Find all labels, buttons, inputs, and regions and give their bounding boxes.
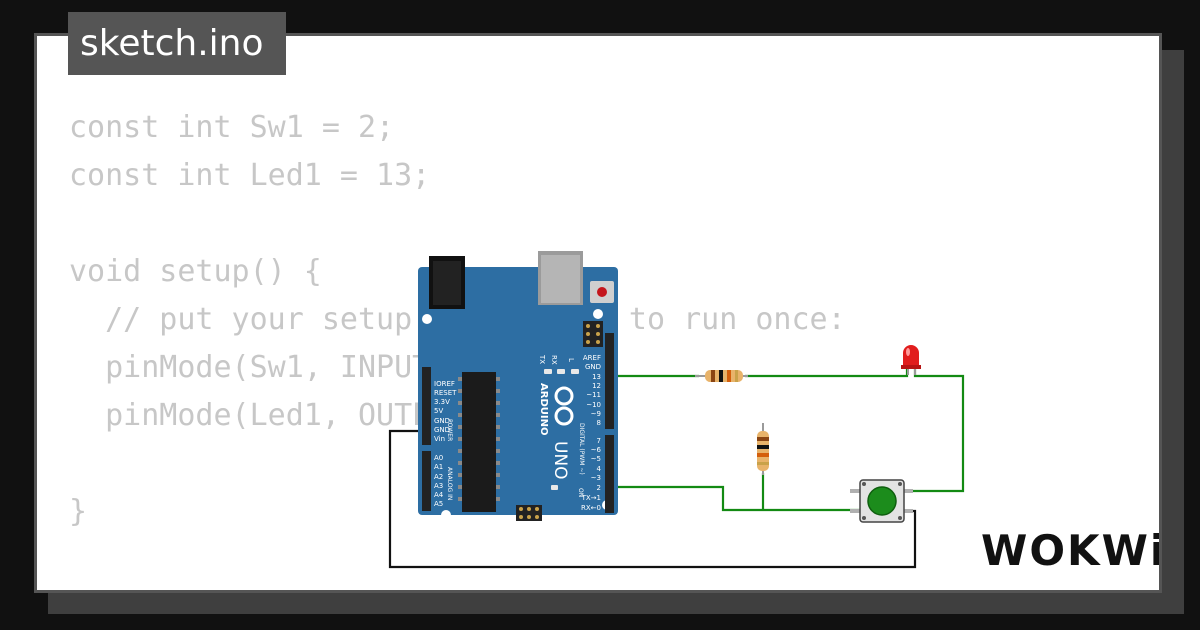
push-button[interactable] [850,479,913,523]
preview-card[interactable]: const int Sw1 = 2; const int Led1 = 13; vo… [34,33,1162,593]
l-label: L [567,358,575,362]
digital-header-bottom [605,435,614,513]
pin-label: 13 [592,373,601,381]
wokwi-logo: WOKWi [981,526,1162,575]
pin-label: ~11 [586,391,601,399]
pin-label: 2 [597,484,601,492]
wire-resistor-led-green [745,369,909,378]
wire-led-button-green [903,369,965,493]
pin-label: A5 [434,500,443,508]
pin-label: IOREF [434,380,455,388]
pin-label: ~10 [586,401,601,409]
pin-label: 5V [434,407,443,415]
arduino-infinity-logo [554,386,574,426]
code-line: const int Led1 = 13; [69,158,431,193]
red-led[interactable] [901,345,921,375]
resistor-pulldown[interactable] [757,423,769,475]
resistor-led[interactable] [695,370,748,382]
analog-header [422,451,431,511]
atmega-chip [462,372,496,512]
pin-label: GND [434,426,450,434]
pin-label: GND [585,363,601,371]
uno-model-text: UNO [550,441,570,480]
pin-label: A2 [434,473,443,481]
pin-label: RESET [434,389,457,397]
pin-label: ~9 [591,410,601,418]
pin-label: A0 [434,454,443,462]
code-line: const int Sw1 = 2; [69,110,395,145]
arduino-uno-board[interactable]: TX RX L ARDUINO UNO ON POWER ANALOG IN D… [418,251,618,521]
code-line: void setup() { [69,254,322,289]
pin-label: 12 [592,382,601,390]
pin-label: 8 [597,419,601,427]
pin-label: ~6 [591,446,602,454]
digital-header-top [605,333,614,429]
pin-label: ~3 [591,474,601,482]
pin-label: A4 [434,491,444,499]
pin-label: A3 [434,482,443,490]
sketch-title-tab: sketch.ino [68,12,286,75]
tx-label: TX [538,354,546,364]
wire-pin2-green [609,485,863,512]
circuit-diagram: TX RX L ARDUINO UNO ON POWER ANALOG IN D… [388,251,965,569]
code-line: } [69,494,88,529]
pin-label: RX←0 [581,504,601,512]
pin-label: TX→1 [581,494,601,502]
pin-label: 7 [597,437,601,445]
digital-label: DIGITAL (PWM ~) [578,423,585,475]
pin-label: 4 [597,465,602,473]
rx-label: RX [550,355,558,365]
power-header [422,367,431,445]
analog-label: ANALOG IN [446,467,453,500]
pin-label: GND [434,417,450,425]
pin-label: AREF [583,354,601,362]
pin-label: Vin [434,435,445,443]
power-label: POWER [446,419,453,441]
arduino-brand-text: ARDUINO [538,383,549,435]
pin-label: A1 [434,463,443,471]
pin-label: ~5 [591,455,601,463]
pin-label: 3.3V [434,398,450,406]
on-label: ON [577,488,584,497]
